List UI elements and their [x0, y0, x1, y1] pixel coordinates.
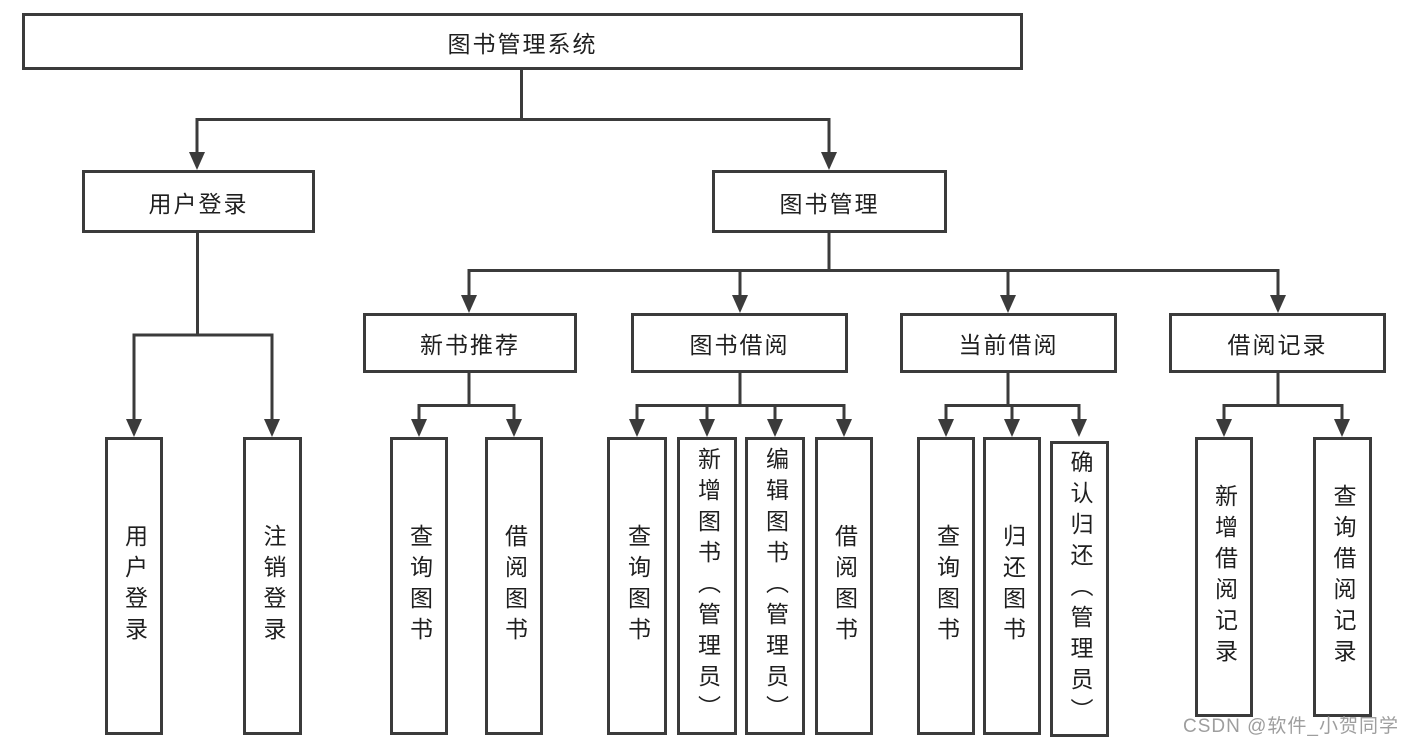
leaf-edit-books-admin-label: 编辑图书（管理员） [762, 446, 789, 726]
watermark: CSDN @软件_小贺同学 [1183, 716, 1399, 737]
leaf-query-books-current-label: 查询图书 [933, 524, 960, 648]
leaf-add-books-admin-label: 新增图书（管理员） [694, 446, 721, 726]
leaf-logout-label: 注销登录 [260, 524, 286, 648]
node-user-login-branch-label: 用户登录 [148, 190, 249, 217]
leaf-query-borrow-record: 查询借阅记录 [1313, 437, 1372, 717]
leaf-edit-books-admin: 编辑图书（管理员） [745, 437, 805, 735]
node-root-system: 图书管理系统 [22, 13, 1023, 70]
leaf-user-login-label: 用户登录 [121, 524, 148, 648]
node-user-login-branch: 用户登录 [82, 170, 315, 233]
leaf-query-borrow-record-label: 查询借阅记录 [1330, 484, 1356, 670]
leaf-add-borrow-record: 新增借阅记录 [1195, 437, 1253, 717]
leaf-add-books-admin: 新增图书（管理员） [677, 437, 737, 735]
node-current-borrow-label: 当前借阅 [958, 332, 1059, 358]
leaf-user-login: 用户登录 [105, 437, 163, 735]
leaf-confirm-return-admin: 确认归还（管理员） [1050, 441, 1109, 737]
node-current-borrow: 当前借阅 [900, 313, 1117, 373]
node-new-book-recommend: 新书推荐 [363, 313, 577, 373]
leaf-return-books: 归还图书 [983, 437, 1041, 735]
leaf-query-books-recommend-label: 查询图书 [406, 524, 433, 648]
node-borrow-records-label: 借阅记录 [1227, 332, 1328, 358]
leaf-borrow-books-recommend: 借阅图书 [485, 437, 543, 735]
node-new-book-recommend-label: 新书推荐 [420, 332, 520, 358]
leaf-query-books-borrow: 查询图书 [607, 437, 667, 735]
leaf-return-books-label: 归还图书 [999, 524, 1026, 648]
leaf-confirm-return-admin-label: 确认归还（管理员） [1067, 449, 1093, 729]
node-book-management-branch: 图书管理 [712, 170, 947, 233]
leaf-borrow-books-label: 借阅图书 [831, 524, 858, 648]
leaf-borrow-books-recommend-label: 借阅图书 [501, 524, 528, 648]
node-book-management-branch-label: 图书管理 [779, 190, 880, 217]
leaf-query-books-recommend: 查询图书 [390, 437, 448, 735]
arrow-down-icons [126, 152, 1350, 437]
leaf-query-books-borrow-label: 查询图书 [624, 524, 651, 648]
node-borrow-records: 借阅记录 [1169, 313, 1386, 373]
node-root-system-label: 图书管理系统 [447, 30, 598, 57]
leaf-add-borrow-record-label: 新增借阅记录 [1211, 484, 1238, 670]
leaf-query-books-current: 查询图书 [917, 437, 975, 735]
leaf-logout: 注销登录 [243, 437, 302, 735]
leaf-borrow-books: 借阅图书 [815, 437, 873, 735]
node-book-borrow-label: 图书借阅 [689, 332, 790, 358]
node-book-borrow: 图书借阅 [631, 313, 848, 373]
